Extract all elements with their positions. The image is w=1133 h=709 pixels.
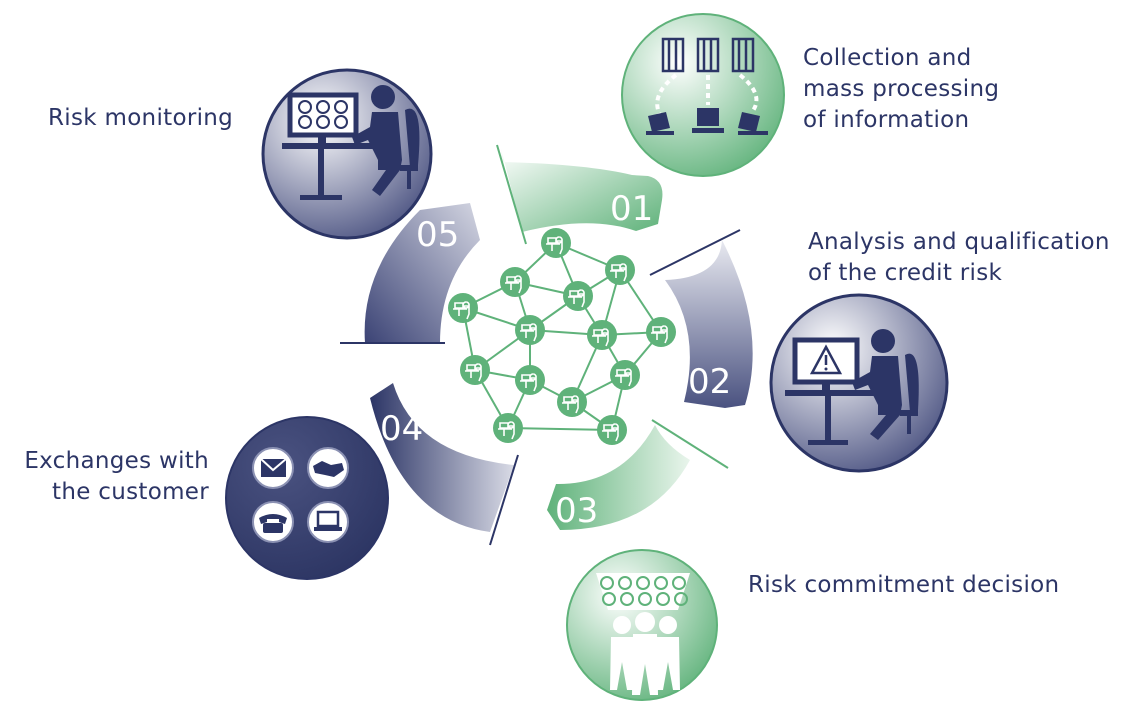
board-tile-icon <box>654 576 668 590</box>
handshake-icon <box>313 461 344 477</box>
step-01-label-line-3: of information <box>803 107 970 133</box>
network-node-person-icon <box>515 315 545 345</box>
board-tile-icon <box>600 576 614 590</box>
step-05-number: 05 <box>416 215 459 255</box>
network-node-person-icon <box>646 317 676 347</box>
board-tile-icon <box>636 576 650 590</box>
step-02-segment: 02 <box>649 229 753 408</box>
network-node-person-icon <box>557 387 587 417</box>
step-01-segment: 01 <box>496 144 663 245</box>
network-node-person-icon <box>587 320 617 350</box>
step-04-label: Exchanges with the customer <box>24 446 209 508</box>
screen-tile-icon <box>334 100 348 114</box>
network-node-person-icon <box>515 365 545 395</box>
step-02-label-line-2: of the credit risk <box>808 260 1003 286</box>
network-node-person-icon <box>610 360 640 390</box>
network-node-person-icon <box>563 281 593 311</box>
network-node-person-icon <box>597 415 627 445</box>
network-link <box>507 427 613 431</box>
screen-tile-icon <box>316 115 330 129</box>
network-node-person-icon <box>500 267 530 297</box>
step-02-number: 02 <box>688 362 731 402</box>
network-node-person-icon <box>448 293 478 323</box>
step-01-label-line-2: mass processing <box>803 76 1000 102</box>
step-03-label-line-1: Risk commitment decision <box>748 572 1060 598</box>
board-tile-icon <box>620 592 634 606</box>
board-tile-icon <box>656 592 670 606</box>
step-03-label: Risk commitment decision <box>748 570 1059 601</box>
step-03-segment: 03 <box>547 419 729 531</box>
step-02-label: Analysis and qualification of the credit… <box>808 227 1110 289</box>
step-04-segment: 04 <box>370 383 519 546</box>
network-node-person-icon <box>605 255 635 285</box>
step-01-number: 01 <box>610 189 653 229</box>
screen-tile-icon <box>334 115 348 129</box>
step-05-label: Risk monitoring <box>48 103 233 134</box>
monitoring-workstation-icon <box>261 68 433 240</box>
step-03-number: 03 <box>555 491 598 531</box>
laptop-icon <box>314 510 342 531</box>
central-network <box>448 228 676 445</box>
step-02-label-line-1: Analysis and qualification <box>808 229 1110 255</box>
board-tile-icon <box>638 592 652 606</box>
contact-channels-icon <box>225 416 389 580</box>
board-tile-icon <box>618 576 632 590</box>
screen-tile-icon <box>316 100 330 114</box>
telephone-icon <box>259 514 287 533</box>
step-04-label-line-1: Exchanges with <box>24 448 209 474</box>
step-05-segment: 05 <box>340 203 480 344</box>
board-tile-icon <box>602 592 616 606</box>
board-tile-icon <box>672 576 686 590</box>
network-node-person-icon <box>493 413 523 443</box>
step-04-label-line-2: the customer <box>52 479 209 505</box>
screen-tile-icon <box>298 115 312 129</box>
servers-to-laptops-icon <box>621 13 785 177</box>
board-tile-icon <box>674 592 688 606</box>
step-01-label-line-1: Collection and <box>803 45 972 71</box>
analyst-warning-screen-icon <box>769 293 949 473</box>
step-04-number: 04 <box>380 409 423 449</box>
envelope-icon <box>260 458 287 477</box>
network-node-person-icon <box>541 228 571 258</box>
step-01-label: Collection and mass processing of inform… <box>803 43 999 136</box>
network-node-person-icon <box>460 355 490 385</box>
committee-icon <box>566 549 718 701</box>
step-05-label-line-1: Risk monitoring <box>48 105 234 131</box>
screen-tile-icon <box>298 100 312 114</box>
